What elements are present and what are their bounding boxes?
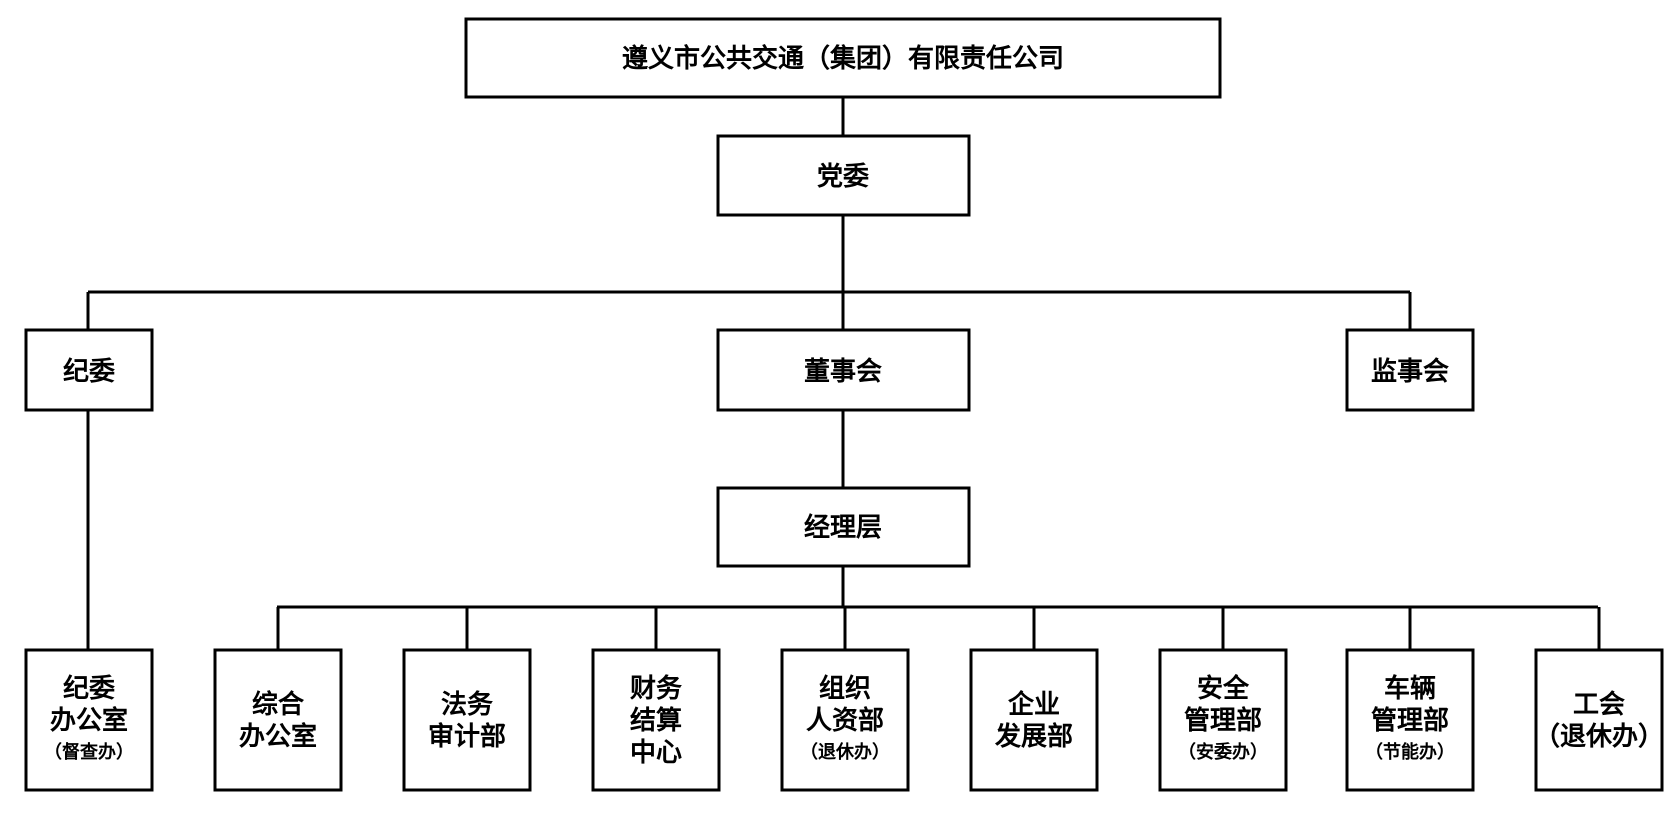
department-note: （督查办） bbox=[44, 741, 134, 763]
department-label-line: 纪委 bbox=[63, 673, 115, 704]
node-company: 遵义市公共交通（集团）有限责任公司 bbox=[464, 17, 1222, 99]
department-label-line: 办公室 bbox=[239, 721, 317, 752]
department-label-line: 财务 bbox=[630, 674, 682, 704]
department-note: （安委办） bbox=[1178, 741, 1268, 763]
department-label-line: 审计部 bbox=[428, 721, 506, 752]
department-label-line: 法务 bbox=[441, 690, 493, 720]
department-label-line: 人资部 bbox=[806, 706, 884, 736]
department-row: 纪委办公室（督查办）综合办公室法务审计部财务结算中心组织人资部（退休办）企业发展… bbox=[24, 648, 1664, 792]
department-label-line: 中心 bbox=[630, 738, 682, 768]
department-label-line: 企业 bbox=[1008, 689, 1060, 720]
department-note: （退休办） bbox=[800, 741, 890, 763]
node-supervisory-board: 监事会 bbox=[1345, 328, 1475, 412]
department-label-line: （退休办） bbox=[1534, 722, 1664, 752]
node-discipline-committee: 纪委 bbox=[24, 328, 154, 412]
discipline-committee-label: 纪委 bbox=[63, 356, 115, 387]
department-label-line: 组织 bbox=[819, 673, 871, 704]
board-label: 董事会 bbox=[804, 357, 882, 387]
party-committee-label: 党委 bbox=[817, 162, 869, 192]
department-label-line: 管理部 bbox=[1184, 706, 1262, 736]
department-label-line: 办公室 bbox=[50, 705, 128, 736]
node-board: 董事会 bbox=[716, 328, 971, 412]
department-label-line: 综合 bbox=[252, 689, 305, 720]
department-note: （节能办） bbox=[1365, 741, 1455, 763]
company-title: 遵义市公共交通（集团）有限责任公司 bbox=[622, 43, 1064, 74]
dept-drops bbox=[276, 607, 1601, 650]
supervisory-board-label: 监事会 bbox=[1371, 357, 1449, 387]
connectors bbox=[86, 97, 1601, 650]
department-label-line: 车辆 bbox=[1384, 673, 1436, 704]
node-party-committee: 党委 bbox=[716, 134, 971, 217]
department-label-line: 安全 bbox=[1197, 673, 1250, 704]
management-label: 经理层 bbox=[804, 512, 882, 543]
department-label-line: 发展部 bbox=[994, 721, 1073, 752]
node-management: 经理层 bbox=[716, 486, 971, 568]
department-box: 工会（退休办） bbox=[1534, 648, 1664, 792]
department-label-line: 管理部 bbox=[1371, 706, 1449, 736]
department-label-line: 工会 bbox=[1573, 690, 1625, 720]
department-label-line: 结算 bbox=[630, 705, 682, 736]
